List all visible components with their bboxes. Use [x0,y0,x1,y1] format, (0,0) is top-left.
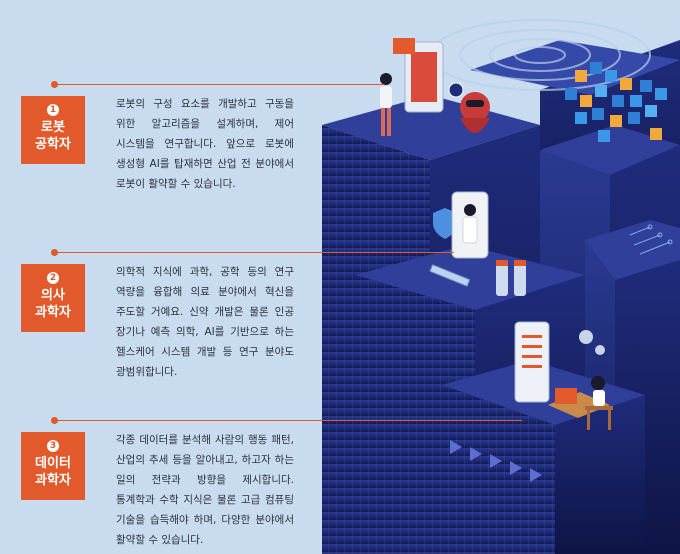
circuit-icon [629,224,673,255]
cube-cluster-icon [565,62,667,142]
person-icon [380,73,392,136]
section-description-robot-engineer: 로봇의 구성 요소를 개발하고 구동을 위한 알고리즘을 설계하며, 제어 시스… [116,98,294,190]
arrow-strip [450,440,542,482]
person-icon-data [585,376,613,430]
section-badge-robot-engineer: 1 로봇 공학자 [21,96,85,164]
robot-icon [448,82,490,133]
section-description-data-scientist: 각종 데이터를 분석해 사람의 행동 패턴, 산업의 추세 등을 알아내고, 하… [116,434,294,546]
doctor-icon [451,191,489,259]
section-badge-physician-scientist: 2 의사 과학자 [21,264,85,332]
shield-icon [433,208,457,239]
section-title-line2: 공학자 [35,137,71,152]
gear-icon [579,330,605,355]
tablet-icon [514,321,550,403]
section-number: 3 [47,440,59,452]
section-description-physician-scientist: 의학적 지식에 과학, 공학 등의 연구 역량을 융합해 의료 분야에서 혁신을… [116,266,294,378]
vial-icon [496,260,526,296]
section-badge-data-scientist: 3 데이터 과학자 [21,432,85,500]
leader-dot [51,417,58,424]
section-title-line2: 과학자 [35,473,71,488]
section-title-line2: 과학자 [35,305,71,320]
leader-dot [51,81,58,88]
leader-line-1 [51,81,384,88]
section-title-line1: 로봇 [41,120,65,135]
leader-dot [51,249,58,256]
phone-icon [393,38,444,113]
leader-line-3 [51,417,522,424]
section-title-line1: 의사 [41,288,65,303]
syringe-icon [429,264,471,287]
section-number: 1 [47,104,59,116]
radar-rings [429,19,651,91]
section-title-line1: 데이터 [35,456,71,471]
leader-line-2 [51,249,454,256]
section-number: 2 [47,272,59,284]
